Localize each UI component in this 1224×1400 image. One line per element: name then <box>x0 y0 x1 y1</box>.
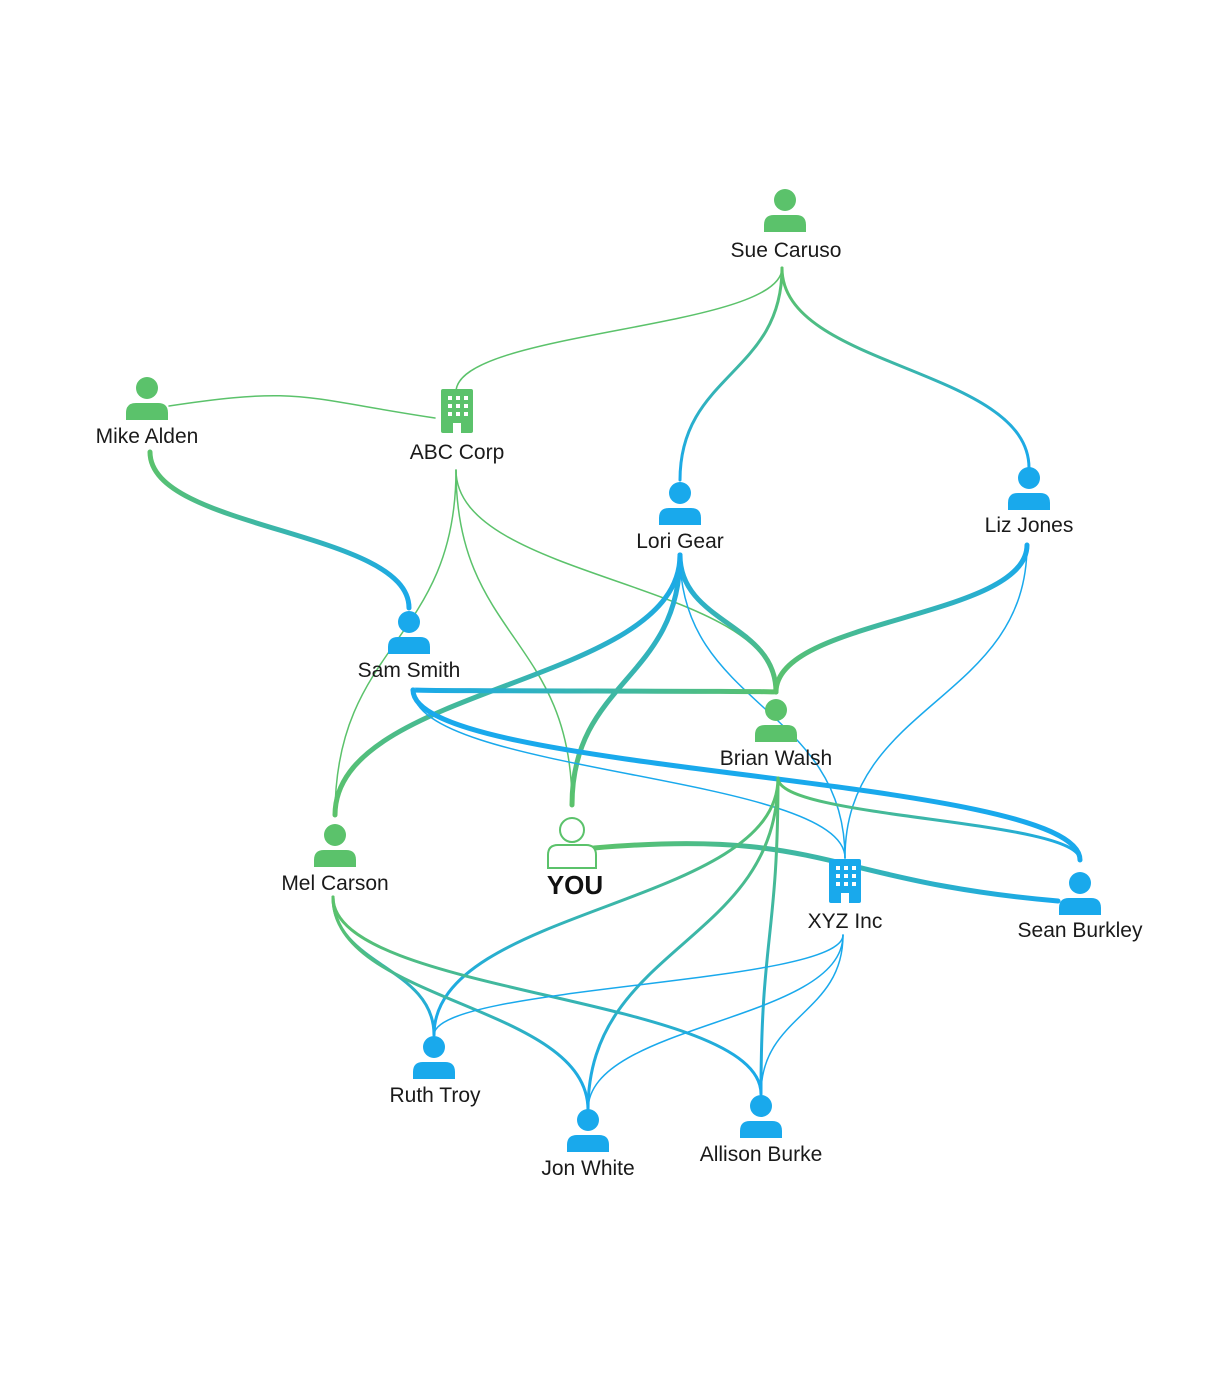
person-icon <box>659 482 701 525</box>
edge-brian-ruth <box>432 776 780 1037</box>
node-abc[interactable]: ABC Corp <box>410 389 505 464</box>
node-label: Sam Smith <box>358 659 461 682</box>
edge-brian-allison <box>759 776 780 1096</box>
node-jon[interactable]: Jon White <box>541 1109 635 1180</box>
edge-mike-sam <box>147 449 412 611</box>
node-label: Mel Carson <box>281 872 388 895</box>
person-icon <box>567 1109 609 1152</box>
person-icon <box>314 824 356 867</box>
node-allison[interactable]: Allison Burke <box>700 1095 823 1166</box>
edge-mike-abc <box>168 394 436 419</box>
edge-liz-brian <box>773 542 1030 695</box>
node-label: Liz Jones <box>985 514 1074 537</box>
node-mike[interactable]: Mike Alden <box>96 377 199 448</box>
person-icon <box>1059 872 1101 915</box>
person-icon <box>764 189 806 232</box>
person-icon <box>740 1095 782 1138</box>
node-label: Brian Walsh <box>720 747 832 770</box>
edge-xyz-ruth <box>433 934 844 1036</box>
edge-sue-liz <box>780 266 1031 470</box>
person-icon <box>755 699 797 742</box>
edge-lori-brian <box>677 552 779 695</box>
node-label: YOU <box>547 870 603 900</box>
person-icon <box>126 377 168 420</box>
node-brian[interactable]: Brian Walsh <box>720 699 832 770</box>
edge-brian-sean <box>776 776 1082 862</box>
edge-xyz-jon <box>587 934 844 1111</box>
node-label: ABC Corp <box>410 441 505 464</box>
node-liz[interactable]: Liz Jones <box>985 467 1074 537</box>
edge-lori-xyz <box>679 554 846 859</box>
node-you[interactable]: YOU <box>547 817 603 900</box>
node-lori[interactable]: Lori Gear <box>636 482 724 553</box>
node-sue[interactable]: Sue Caruso <box>731 189 842 262</box>
person-icon <box>547 817 597 869</box>
node-label: Lori Gear <box>636 530 724 553</box>
building-icon <box>829 859 861 903</box>
edge-mel-allison <box>331 895 763 1096</box>
node-label: Sue Caruso <box>731 239 842 262</box>
node-xyz[interactable]: XYZ Inc <box>808 859 883 933</box>
node-sam[interactable]: Sam Smith <box>358 611 461 682</box>
edge-sam-brian <box>410 687 779 695</box>
person-icon <box>388 611 430 654</box>
node-ruth[interactable]: Ruth Troy <box>389 1036 481 1107</box>
edge-abc-sue <box>455 267 783 393</box>
node-label: XYZ Inc <box>808 910 883 933</box>
edge-layer <box>147 266 1083 1112</box>
person-icon <box>1008 467 1050 510</box>
node-label: Sean Burkley <box>1018 919 1143 942</box>
edge-brian-jon <box>586 776 780 1112</box>
edge-sam-xyz <box>412 689 846 859</box>
edge-lori-you <box>569 552 683 808</box>
node-label: Jon White <box>541 1157 634 1180</box>
node-label: Ruth Troy <box>389 1084 481 1107</box>
edge-mel-jon <box>331 895 590 1112</box>
node-mel[interactable]: Mel Carson <box>281 824 389 895</box>
node-label: Mike Alden <box>96 425 199 448</box>
building-icon <box>441 389 473 433</box>
person-icon <box>413 1036 455 1079</box>
edge-sue-lori <box>678 266 784 482</box>
edge-liz-xyz <box>844 544 1028 859</box>
edge-you-sean <box>591 841 1061 904</box>
node-label: Allison Burke <box>700 1143 823 1166</box>
edge-lori-mel <box>332 552 683 818</box>
edge-abc-brian <box>455 469 777 693</box>
edge-sam-sean <box>410 687 1083 863</box>
edge-xyz-allison <box>760 934 844 1095</box>
edge-abc-you <box>455 469 573 806</box>
node-sean[interactable]: Sean Burkley <box>1018 872 1143 942</box>
